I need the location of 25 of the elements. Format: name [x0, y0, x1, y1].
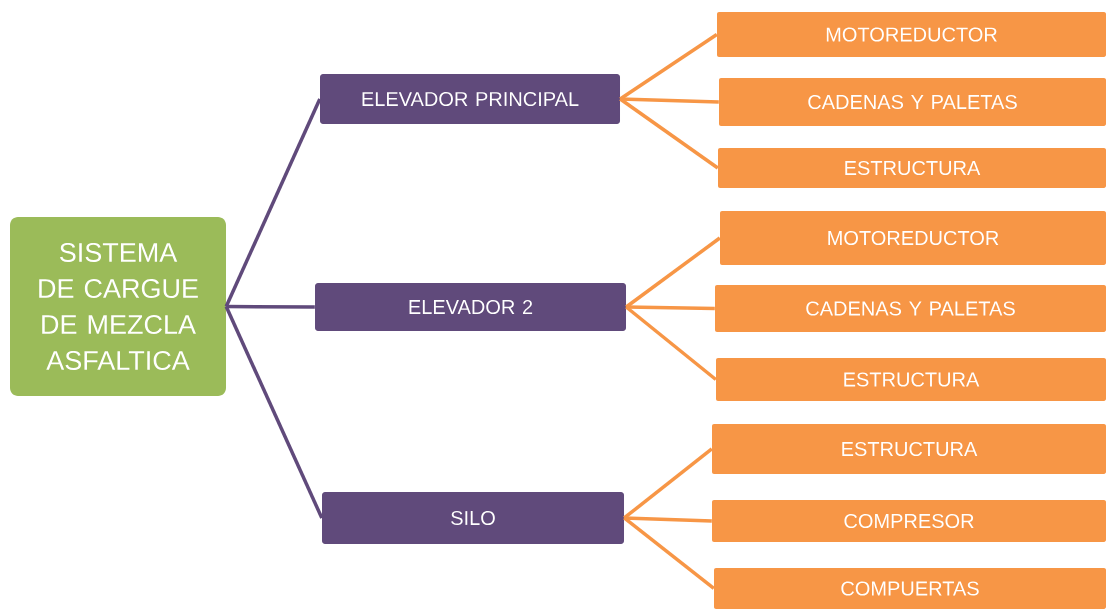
connector-line [626, 305, 715, 311]
component-box: CADENAS Y PALETAS [715, 285, 1106, 332]
connector-line [623, 516, 715, 590]
component-box: ESTRUCTURA [716, 358, 1106, 401]
connector-line [625, 305, 717, 381]
connector-line [619, 97, 719, 170]
connector-line [620, 97, 719, 104]
connector-line [624, 516, 712, 523]
component-box: CADENAS Y PALETAS [719, 78, 1106, 126]
connector-line [224, 305, 324, 519]
component-box: ESTRUCTURA [718, 148, 1106, 188]
component-box: COMPUERTAS [714, 568, 1106, 609]
category-box: ELEVADOR 2 [315, 283, 626, 331]
connector-line [625, 236, 721, 309]
connector-line [623, 447, 713, 520]
connector-line [224, 98, 322, 308]
category-box: SILO [322, 492, 624, 544]
connector-line [226, 304, 315, 309]
connector-line [619, 33, 718, 101]
component-box: MOTOREDUCTOR [720, 211, 1106, 265]
component-box: ESTRUCTURA [712, 424, 1106, 474]
category-box: ELEVADOR PRINCIPAL [320, 74, 620, 124]
component-box: COMPRESOR [712, 500, 1106, 542]
root-box: SISTEMA DE CARGUE DE MEZCLA ASFALTICA [10, 217, 226, 396]
component-box: MOTOREDUCTOR [717, 12, 1106, 57]
